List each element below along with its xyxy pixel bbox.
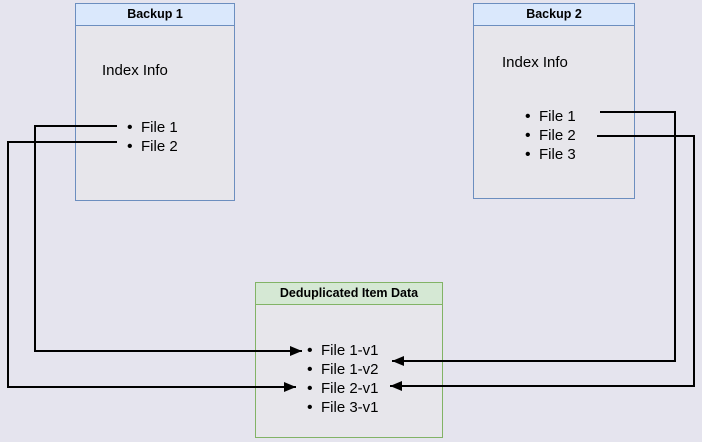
backup1-index-info-label: Index Info [102, 62, 168, 79]
backup1-title: Backup 1 [76, 4, 234, 26]
dedup-item-list: File 1-v1 File 1-v2 File 2-v1 File 3-v1 [256, 341, 442, 417]
list-item-file: File 3 [474, 145, 634, 164]
list-item-file-version: File 3-v1 [256, 398, 442, 417]
backup2-index-info-label: Index Info [502, 54, 568, 71]
backup1-box: Backup 1 Index Info File 1 File 2 [75, 3, 235, 201]
list-item-file: File 1 [474, 107, 634, 126]
list-item-file: File 2 [474, 126, 634, 145]
backup2-box: Backup 2 Index Info File 1 File 2 File 3 [473, 3, 635, 199]
list-item-file: File 2 [76, 137, 234, 156]
backup2-title: Backup 2 [474, 4, 634, 26]
backup2-file-list: File 1 File 2 File 3 [474, 107, 634, 164]
list-item-file-version: File 1-v2 [256, 360, 442, 379]
list-item-file-version: File 2-v1 [256, 379, 442, 398]
deduplicated-item-data-box: Deduplicated Item Data File 1-v1 File 1-… [255, 282, 443, 438]
dedup-title: Deduplicated Item Data [256, 283, 442, 305]
list-item-file-version: File 1-v1 [256, 341, 442, 360]
backup1-file-list: File 1 File 2 [76, 118, 234, 156]
list-item-file: File 1 [76, 118, 234, 137]
